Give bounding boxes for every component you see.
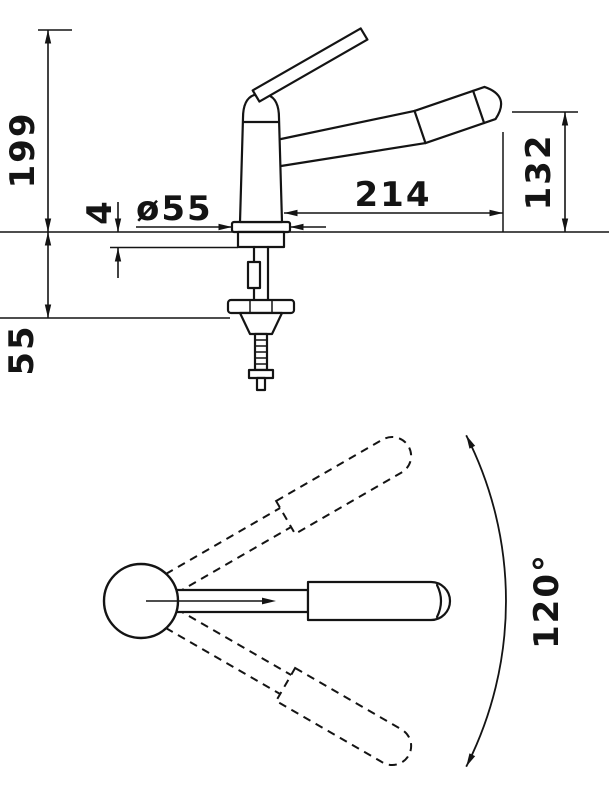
faucet-body-column	[238, 93, 284, 224]
lever-handle	[251, 27, 369, 103]
dim-label-height-total: 199	[3, 112, 43, 189]
hose-block	[246, 260, 262, 290]
stud-tip	[255, 376, 267, 392]
dashed-arm-lower	[165, 608, 292, 695]
dim-label-base-diameter: ø55	[136, 189, 213, 229]
head-end-face-line	[435, 583, 443, 619]
thread-ticks	[255, 339, 267, 365]
dim-label-outlet-height: 132	[519, 134, 559, 211]
dimension-4: 4	[80, 199, 122, 278]
dimension-55: 55	[2, 232, 52, 376]
base-escutcheon	[230, 220, 292, 234]
dashed-arm-upper	[165, 507, 292, 594]
aerator-face-line	[472, 89, 486, 125]
dimension-132: 132	[519, 112, 569, 232]
dimension-swivel-angle: 120°	[465, 434, 567, 768]
spray-head-plan	[306, 580, 452, 622]
stabilizer-plate	[236, 230, 286, 249]
horseshoe-washer	[226, 298, 296, 315]
dimension-diameter-55: ø55	[136, 189, 326, 231]
spout-centerline	[146, 597, 276, 605]
dim-label-swivel-angle: 120°	[527, 553, 567, 649]
dimension-214: 214	[284, 175, 503, 217]
mounting-nut	[238, 311, 284, 336]
swivel-range-dashed-upper	[165, 436, 413, 594]
dashed-head-lower	[274, 666, 413, 766]
dim-label-below-counter: 55	[2, 324, 42, 375]
faucet-body-outline	[230, 27, 503, 234]
swivel-arc	[465, 434, 507, 768]
dim-label-spout-reach: 214	[355, 175, 432, 215]
plan-swivel-view: 120°	[102, 434, 567, 768]
spout-arm-top-edge	[279, 109, 416, 141]
dimension-199: 199	[3, 30, 52, 232]
centerline-arrow	[262, 597, 276, 605]
reference-lines	[0, 29, 609, 319]
pullout-spray-head	[413, 85, 503, 145]
stud-collar	[247, 368, 275, 380]
spout-arm-bottom-edge	[279, 142, 427, 168]
swivel-range-dashed-lower	[165, 608, 413, 766]
dashed-head-upper	[274, 436, 413, 536]
side-elevation-view: 199 55 4 ø55 214 132	[0, 27, 609, 392]
dim-label-plate-thickness: 4	[80, 199, 120, 225]
under-counter-mounting	[226, 230, 296, 392]
